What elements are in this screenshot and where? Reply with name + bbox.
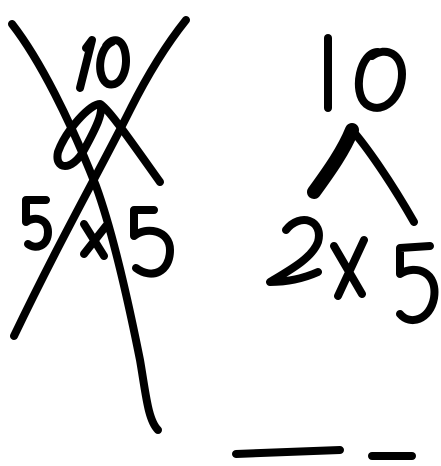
right-digit-2 [266,216,323,286]
answer-blank-1 [232,446,344,458]
left-root-digit-0 [96,36,130,89]
right-digit-5 [396,242,439,325]
answer-blanks [232,446,416,460]
left-digit-5-b [130,206,174,278]
left-factor-tree [8,16,190,434]
right-letter-x [330,236,368,300]
left-crossout-stroke-1 [8,20,162,434]
right-factor-tree [266,34,439,325]
left-times-sign [80,220,110,260]
right-branch-left [307,123,359,199]
right-branch-right [348,126,418,226]
left-root-digit-1 [76,36,96,92]
right-root-10 [324,34,406,112]
left-crossout-stroke-2 [10,16,190,340]
right-expression-2x5 [266,216,439,325]
right-root-digit-0 [354,47,406,112]
left-expression-5x5 [22,196,174,278]
left-root-10 [76,36,130,92]
left-digit-5-a [22,196,52,251]
